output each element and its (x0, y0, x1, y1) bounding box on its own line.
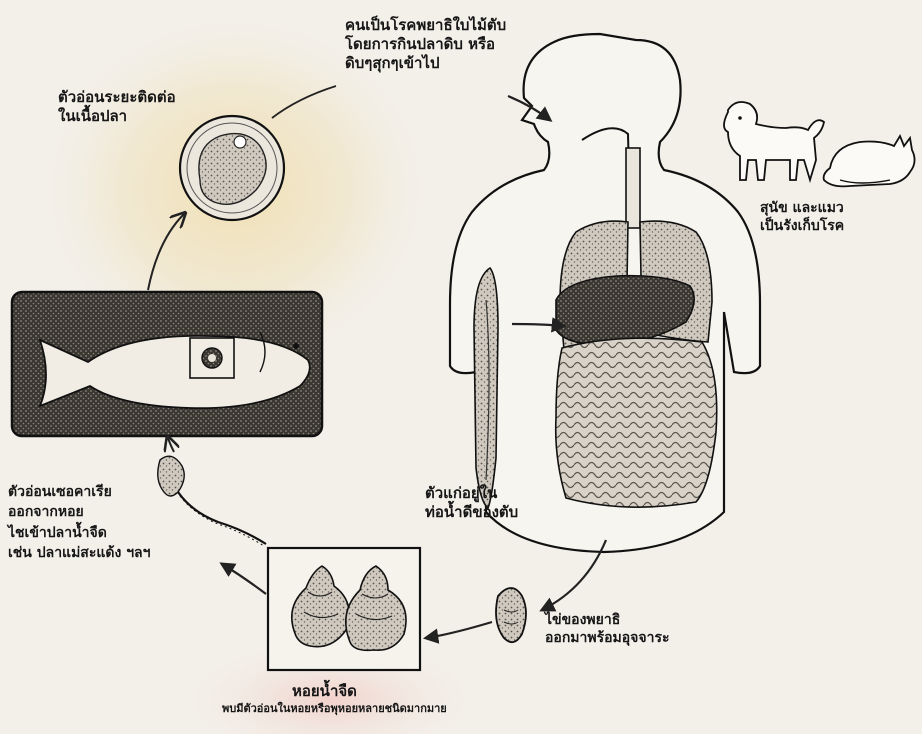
dog-and-cat (724, 102, 915, 186)
reservoir-label-line-1: สุนัข และแมว (760, 200, 844, 218)
arrow-to-snail (426, 622, 492, 638)
egg-label: ไข่ของพยาธิ ออกมาพร้อมอุจจาระ (545, 612, 669, 647)
dog-drawing (724, 102, 824, 180)
adult-worm-label: ตัวแก่อยู่ใน ท่อน้ำดีของตับ (425, 484, 518, 522)
human-label-line-3: ดิบๆสุกๆเข้าไป (345, 54, 506, 73)
metacercaria-cyst-drawing (180, 116, 284, 220)
fluke-egg-drawing (496, 588, 526, 642)
intestines (556, 338, 717, 507)
cat-drawing (824, 136, 915, 186)
snail-title: หอยน้ำจืด (292, 682, 357, 701)
human-label: คนเป็นโรคพยาธิใบไม้ตับ โดยการกินปลาดิบ ห… (345, 16, 506, 72)
cercaria-label: ตัวอ่อนเซอคาเรีย ออกจากหอย ไชเข้าปลาน้ำจ… (8, 482, 151, 563)
arrow-to-fish (168, 438, 174, 452)
adult-fluke-drawing (474, 268, 498, 508)
cyst-label: ตัวอ่อนระยะติดต่อ ในเนื้อปลา (58, 88, 176, 126)
snail-panel (268, 548, 420, 670)
reservoir-label: สุนัข และแมว เป็นรังเก็บโรค (760, 200, 844, 235)
reservoir-label-line-2: เป็นรังเก็บโรค (760, 218, 844, 236)
cercaria-label-line-4: เช่น ปลาแม่สะแด้ง ฯลฯ (8, 543, 151, 563)
cyst-label-line-1: ตัวอ่อนระยะติดต่อ (58, 88, 176, 107)
adult-worm-label-line-2: ท่อน้ำดีของตับ (425, 503, 518, 522)
cercaria-label-line-3: ไชเข้าปลาน้ำจืด (8, 523, 151, 543)
fish-panel (12, 292, 322, 436)
egg-label-line-1: ไข่ของพยาธิ (545, 612, 669, 630)
cercaria-label-line-2: ออกจากหอย (8, 502, 151, 522)
trachea (626, 148, 640, 228)
snail-subtitle: พบมีตัวอ่อนในหอยหรือพุหอยหลายชนิดมากมาย (222, 702, 447, 716)
arrow-to-cercaria-label (222, 564, 266, 594)
human-label-line-1: คนเป็นโรคพยาธิใบไม้ตับ (345, 16, 506, 35)
adult-worm-label-line-1: ตัวแก่อยู่ใน (425, 484, 518, 503)
human-label-line-2: โดยการกินปลาดิบ หรือ (345, 35, 506, 54)
cercaria-drawing (158, 456, 266, 546)
egg-label-line-2: ออกมาพร้อมอุจจาระ (545, 630, 669, 648)
cyst-label-line-2: ในเนื้อปลา (58, 107, 176, 126)
cercaria-label-line-1: ตัวอ่อนเซอคาเรีย (8, 482, 151, 502)
